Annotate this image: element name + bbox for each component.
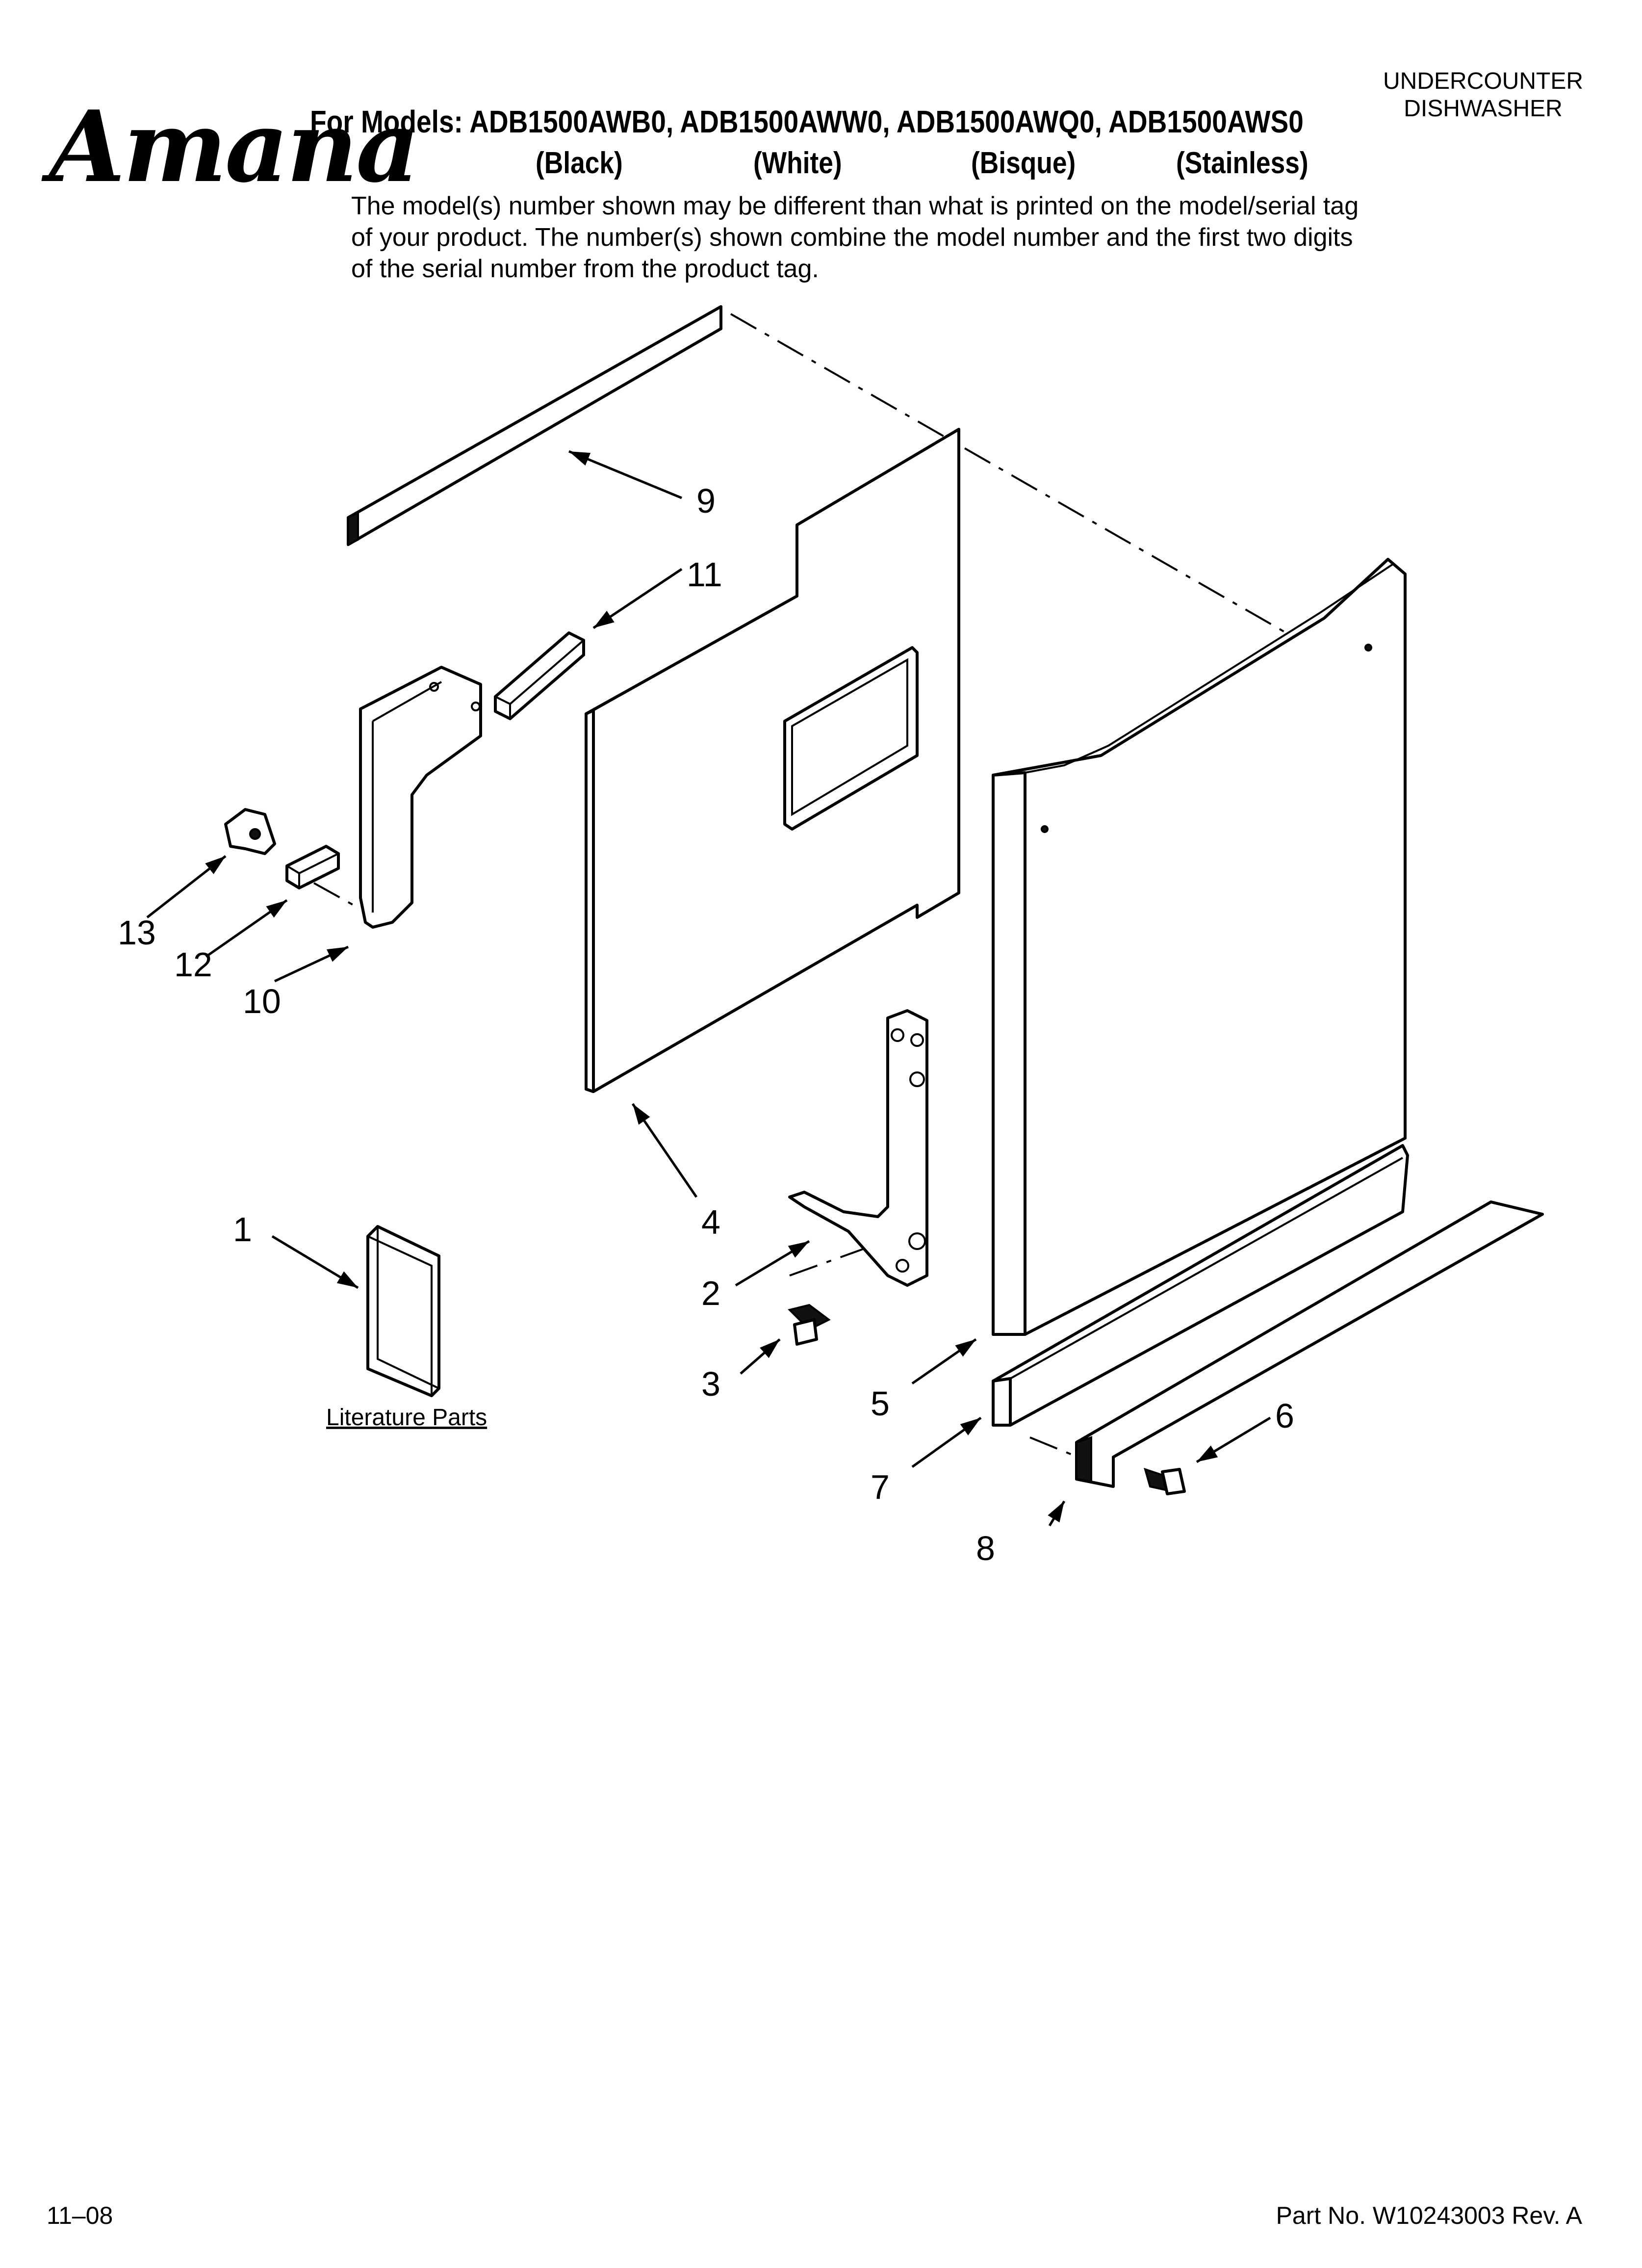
- model-disclaimer: The model(s) number shown may be differe…: [351, 192, 1359, 283]
- literature-parts-label: Literature Parts: [326, 1405, 487, 1431]
- alignment-line: [313, 882, 359, 909]
- category-line-1: UNDERCOUNTER: [1383, 68, 1583, 94]
- callout-8: 8: [976, 1529, 995, 1567]
- arrowhead: [1197, 1445, 1218, 1462]
- footer-date: 11–08: [47, 2202, 113, 2229]
- callout-9: 9: [696, 482, 716, 520]
- models-line: For Models: ADB1500AWB0, ADB1500AWW0, AD…: [310, 104, 1304, 139]
- alignment-line: [730, 313, 1295, 639]
- category-line-2: DISHWASHER: [1404, 96, 1563, 122]
- part-3-screw: [788, 1303, 831, 1346]
- arrowhead: [788, 1241, 809, 1258]
- arrowhead: [633, 1104, 650, 1125]
- part-6-screw: [1144, 1467, 1186, 1495]
- variant-white: (White): [753, 146, 842, 180]
- arrowhead: [569, 451, 591, 466]
- arrowhead: [960, 1418, 981, 1435]
- part-5-door: [992, 558, 1407, 1336]
- arrowhead: [266, 900, 287, 918]
- part-9-strip: [347, 305, 722, 547]
- part-13-clip: [224, 808, 276, 855]
- callout-11: 11: [687, 555, 722, 594]
- part-11-block: [494, 631, 585, 720]
- arrowhead: [327, 947, 348, 962]
- footer-part-number: Part No. W10243003 Rev. A: [1276, 2202, 1582, 2229]
- callout-3: 3: [701, 1365, 720, 1403]
- part-7-trim: [992, 1144, 1409, 1427]
- callout-12: 12: [174, 945, 212, 984]
- arrowhead: [593, 611, 615, 628]
- product-category: UNDERCOUNTER DISHWASHER: [1383, 68, 1583, 123]
- callout-13: 13: [118, 913, 156, 952]
- part-8-toe-plate: [1075, 1200, 1544, 1488]
- callout-10: 10: [243, 982, 281, 1020]
- alignment-line: [1029, 1436, 1084, 1460]
- part-2-hinge: [788, 1009, 928, 1287]
- part-4-panel: [585, 428, 960, 1093]
- part-1-literature: [366, 1225, 440, 1397]
- arrowhead: [955, 1339, 976, 1357]
- arrowhead: [205, 856, 226, 874]
- arrowhead: [760, 1339, 780, 1358]
- part-10-bracket: [359, 666, 482, 929]
- variant-black: (Black): [536, 146, 623, 180]
- leader-arrows: [146, 450, 1271, 1527]
- arrowhead: [336, 1271, 358, 1288]
- brand-logo: Amana: [49, 89, 419, 205]
- arrowhead: [1048, 1501, 1064, 1523]
- callout-7: 7: [871, 1468, 890, 1506]
- callout-2: 2: [701, 1274, 720, 1312]
- part-12-block: [285, 845, 340, 889]
- callout-1: 1: [233, 1210, 252, 1249]
- variant-stainless: (Stainless): [1176, 146, 1308, 180]
- variant-bisque: (Bisque): [971, 146, 1076, 180]
- callout-6: 6: [1275, 1397, 1294, 1435]
- callout-4: 4: [701, 1203, 720, 1241]
- callout-5: 5: [871, 1384, 890, 1423]
